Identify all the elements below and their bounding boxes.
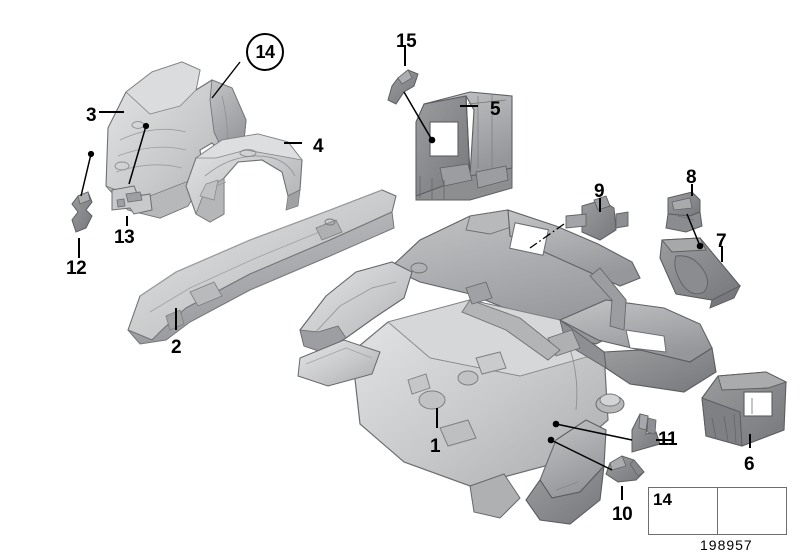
part-12-clip	[71, 191, 93, 233]
part-11-tab-bracket	[631, 413, 661, 453]
part-5-box-bracket	[415, 91, 513, 201]
callout-1: 1	[430, 436, 441, 457]
callout-2: 2	[171, 337, 182, 358]
part-13-plate-nut	[111, 185, 153, 215]
part-6-closing-bracket	[701, 371, 788, 447]
callout-8: 8	[686, 167, 697, 188]
callout-13: 13	[114, 227, 135, 248]
part-2-side-rail-left	[127, 189, 397, 345]
callout-14-circle: 14	[246, 33, 284, 71]
callout-9: 9	[594, 181, 605, 202]
callout-7: 7	[716, 231, 727, 252]
callout-10: 10	[612, 504, 633, 525]
callout-12: 12	[66, 258, 87, 279]
drawing-number: 198957	[700, 537, 753, 553]
part-1-rear-floor-assembly	[297, 209, 717, 525]
callout-4: 4	[313, 136, 324, 157]
leader-lines	[78, 47, 751, 500]
part-9-bracket	[529, 195, 629, 249]
part-10-small-bracket	[605, 455, 645, 483]
detail-inset-number: 14	[653, 490, 672, 509]
callout-3: 3	[86, 105, 97, 126]
callout-15: 15	[396, 31, 417, 52]
part-15-bracket	[387, 69, 419, 105]
part-3-wheel-housing-left	[105, 61, 247, 219]
callout-5: 5	[490, 99, 501, 120]
part-8-mount-bracket	[665, 191, 703, 233]
direction-inset-box	[717, 487, 787, 535]
part-7-gusset	[659, 237, 742, 309]
part-4-wheel-housing-right	[185, 133, 303, 223]
detail-inset-box	[648, 487, 718, 535]
callout-11: 11	[658, 429, 678, 450]
callout-6: 6	[744, 454, 755, 475]
